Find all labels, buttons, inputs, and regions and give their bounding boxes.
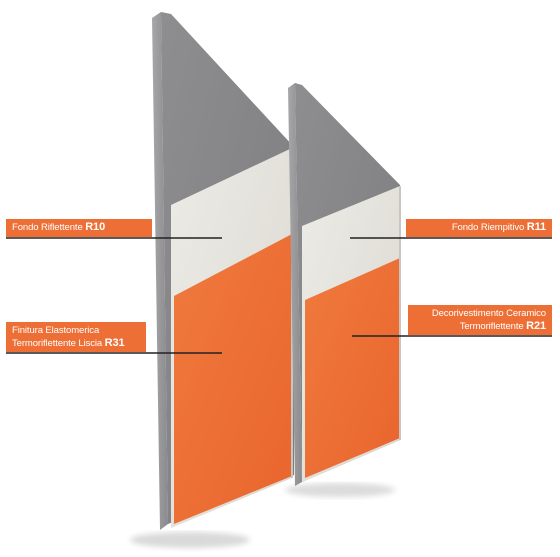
label-fondo-riflettente: Fondo Riflettente R10 (6, 219, 152, 237)
label-decorivestimento-ceramico: Decorivestimento Ceramico Termorifletten… (408, 305, 552, 335)
label-r11-bg (406, 219, 552, 237)
label-r31-line1: Finitura Elastomerica (12, 325, 100, 336)
left-wall-panel (152, 12, 294, 530)
label-r10-text: Fondo Riflettente (12, 222, 83, 233)
label-r31-code: R31 (104, 337, 125, 349)
label-r10-code: R10 (85, 221, 106, 233)
label-r10-bg (6, 219, 152, 237)
left-panel-side-edge (152, 12, 168, 530)
ground-shadow-right (285, 483, 395, 497)
left-panel-finish-layer (174, 234, 292, 524)
right-wall-panel (288, 83, 401, 486)
label-r31-line2: Termoriflettente Liscia (12, 338, 103, 349)
right-panel-finish-layer (305, 258, 400, 478)
label-fondo-riempitivo: Fondo Riempitivo R11 (406, 219, 552, 237)
label-r31-bg (6, 322, 146, 352)
ground-shadow-left (130, 532, 250, 548)
right-panel-side-edge (288, 83, 302, 486)
label-r21-code: R21 (526, 320, 546, 332)
label-r11-text: Fondo Riempitivo (451, 222, 525, 233)
label-finitura-elastomerica: Finitura Elastomerica Termoriflettente L… (6, 322, 146, 352)
label-r21-line2: Termoriflettente (459, 321, 524, 332)
label-r21-bg (408, 305, 552, 335)
label-r11-code: R11 (526, 221, 546, 233)
label-r21-line1: Decorivestimento Ceramico (431, 308, 546, 319)
